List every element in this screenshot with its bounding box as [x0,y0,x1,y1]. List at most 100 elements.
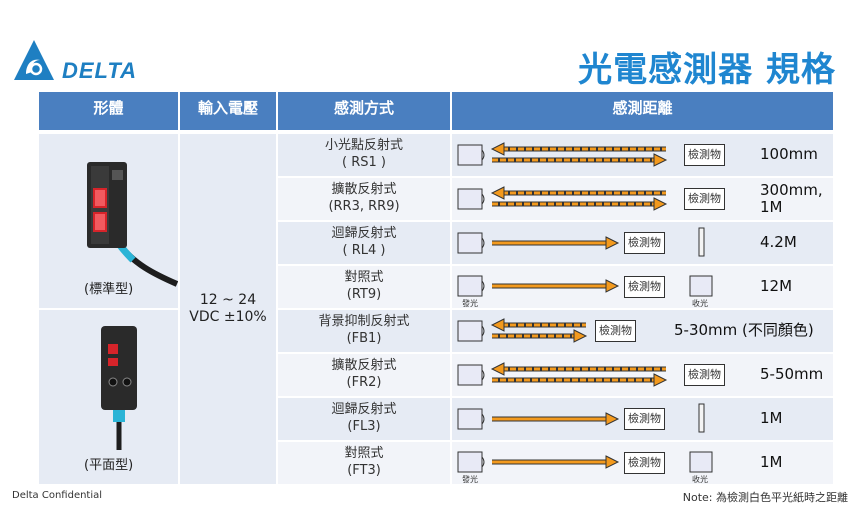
sensing-diagram [457,403,705,433]
distance-cell: 檢測物 4.2M [452,222,833,264]
spec-row: 對照式 (FT3) 檢測物發光 收光 1M [278,442,833,484]
header-body: 形體 [39,92,180,130]
delta-logo: DELTA [12,38,152,84]
method-name: 小光點反射式 [324,138,403,153]
voltage-cell: 12 ~ 24 VDC ±10% [180,134,276,484]
method-cell: 背景抑制反射式 (FB1) [278,310,450,352]
distance-value: 5-30mm (不同顏色) [674,321,814,339]
sensor-icon [457,364,483,386]
sensing-diagram [457,142,668,167]
page-title: 光電感測器 規格 [578,50,836,90]
body-standard-label: (標準型) [84,282,134,297]
sensing-diagram [457,186,668,211]
distance-cell: 檢測物 100mm [452,134,833,176]
sensor-icon [457,232,483,254]
header-distance: 感測距離 [612,99,673,117]
distance-cell: 檢測物 5-50mm [452,354,833,396]
receiver-icon [689,275,713,297]
sensing-diagram [457,227,705,257]
sensor-icon [457,408,483,430]
voltage-text: 12 ~ 24 VDC ±10% [180,292,276,326]
receiver-label: 收光 [692,475,708,484]
target-object-box: 檢測物 [624,276,665,298]
spec-row: 迴歸反射式 ( RL4 ) 檢測物 4.2M [278,222,833,264]
sensor-icon [457,144,483,166]
sensing-diagram [457,451,713,473]
distance-value: 100mm [760,145,818,163]
reflector-icon [698,403,705,433]
spec-row: 背景抑制反射式 (FB1) 檢測物 5-30mm (不同顏色) [278,310,833,352]
target-object-box: 檢測物 [684,188,725,210]
method-name: 迴歸反射式 [331,402,397,417]
model-code: (RT9) [346,287,382,302]
logo-text: DELTA [62,58,138,83]
body-standard-cell: (標準型) [39,134,179,308]
model-code: (RR3, RR9) [328,199,400,214]
sensing-diagram [457,275,713,297]
receiver-label: 收光 [692,299,708,308]
method-cell: 對照式 (RT9) [278,266,450,308]
distance-value: 4.2M [760,233,797,251]
target-object-box: 檢測物 [624,452,665,474]
target-object-box: 檢測物 [684,364,725,386]
voltage-line-2: VDC ±10% [189,309,267,325]
emitter-label: 發光 [462,475,478,484]
distance-value: 12M [760,277,793,295]
method-cell: 對照式 (FT3) [278,442,450,484]
model-code: (FR2) [346,375,382,390]
target-object-box: 檢測物 [624,232,665,254]
distance-value: 1M [760,453,783,471]
distance-value: 5-50mm [760,365,824,383]
method-cell: 擴散反射式 (RR3, RR9) [278,178,450,220]
header-voltage: 輸入電壓 [180,92,278,130]
flat-sensor-image [101,326,137,450]
spec-row: 小光點反射式 ( RS1 ) 檢測物 100mm [278,134,833,176]
sensing-diagram [457,318,588,343]
model-code: ( RS1 ) [342,155,386,170]
method-name: 對照式 [344,270,384,285]
model-code: ( RL4 ) [342,243,386,258]
emitter-icon [457,451,483,473]
sensor-icon [457,320,483,342]
sensor-icon [457,188,483,210]
delta-triangle-icon [14,40,54,80]
distance-cell: 檢測物 5-30mm (不同顏色) [452,310,833,352]
method-name: 對照式 [344,446,384,461]
table-header: 形體 輸入電壓 感測方式 感測距離 [39,92,833,130]
spec-row: 擴散反射式 (RR3, RR9) 檢測物 300mm,1M [278,178,833,220]
method-cell: 迴歸反射式 (FL3) [278,398,450,440]
emitter-label: 發光 [462,299,478,308]
target-object-box: 檢測物 [624,408,665,430]
standard-sensor-image [87,162,179,287]
footnote: Note: 為檢測白色平光紙時之距離 [682,491,848,504]
method-name: 擴散反射式 [331,182,397,197]
body-flat-cell: (平面型) [39,310,178,484]
model-code: (FB1) [346,331,382,346]
model-code: (FT3) [347,463,381,478]
spec-row: 擴散反射式 (FR2) 檢測物 5-50mm [278,354,833,396]
target-object-box: 檢測物 [684,144,725,166]
reflector-icon [698,227,705,257]
confidential-label: Delta Confidential [12,490,103,501]
header-method: 感測方式 [278,92,452,130]
body-flat-label: (平面型) [84,458,134,473]
receiver-icon [689,451,713,473]
distance-cell: 檢測物 300mm,1M [452,178,833,220]
emitter-icon [457,275,483,297]
distance-value: 300mm,1M [760,181,823,216]
method-name: 背景抑制反射式 [318,314,410,329]
distance-cell: 檢測物發光 收光 12M [452,266,833,308]
spec-row: 對照式 (RT9) 檢測物發光 收光 12M [278,266,833,308]
sensing-diagram [457,362,668,387]
target-object-box: 檢測物 [595,320,636,342]
method-name: 迴歸反射式 [331,226,397,241]
method-cell: 小光點反射式 ( RS1 ) [278,134,450,176]
method-cell: 迴歸反射式 ( RL4 ) [278,222,450,264]
method-name: 擴散反射式 [331,358,397,373]
method-cell: 擴散反射式 (FR2) [278,354,450,396]
model-code: (FL3) [347,419,381,434]
voltage-line-1: 12 ~ 24 [199,292,257,308]
distance-cell: 檢測物發光 收光 1M [452,442,833,484]
